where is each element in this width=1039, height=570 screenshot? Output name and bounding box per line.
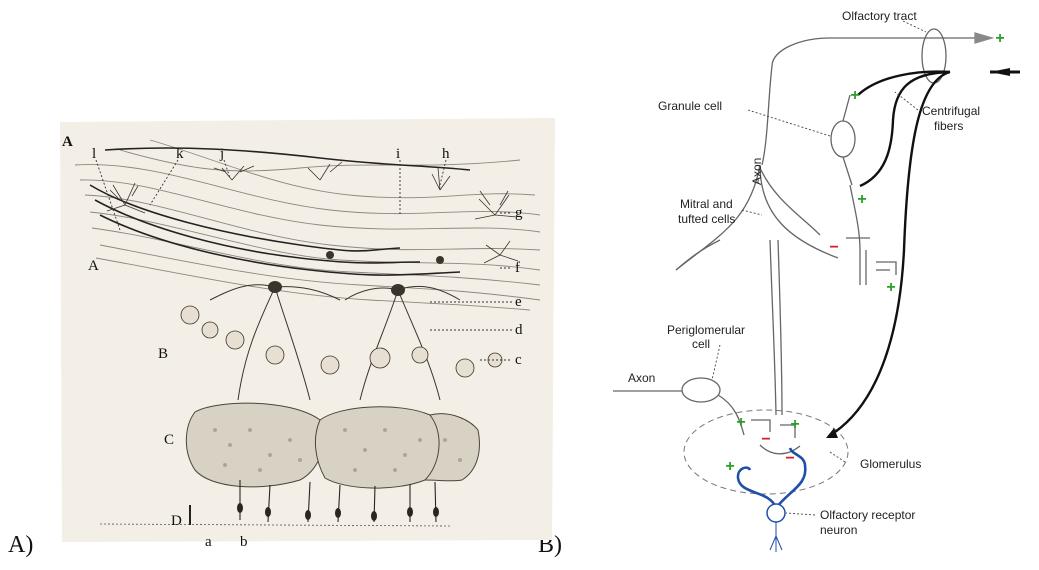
plus-sign-mitral: + (886, 279, 895, 296)
label-periglomerular-2: cell (692, 337, 710, 351)
minus-sign-glom-2: − (785, 450, 794, 467)
minus-sign-glom-1: − (761, 431, 770, 448)
periglomerular-cell-body (682, 378, 720, 402)
label-axon-left: Axon (628, 371, 655, 385)
letter-i: i (396, 146, 400, 162)
olfactory-receptor-neuron (738, 448, 805, 508)
letter-j: j (219, 146, 224, 162)
label-centrifugal-2: fibers (934, 119, 963, 133)
layer-label-d: D (171, 513, 182, 529)
label-receptor-2: neuron (820, 523, 857, 537)
granule-cell-body (831, 121, 855, 157)
olfactory-tract-arrowhead (975, 33, 992, 43)
letter-f: f (515, 260, 520, 276)
letter-l: l (92, 146, 96, 162)
label-mitral-1: Mitral and (680, 197, 733, 211)
plus-sign-peri-2: + (790, 416, 799, 433)
letter-e: e (515, 294, 522, 310)
label-granule-cell: Granule cell (658, 99, 722, 113)
plus-sign-granule-top: + (850, 87, 859, 104)
letter-c: c (515, 352, 522, 368)
receptor-cell-body (767, 504, 785, 522)
label-periglomerular-1: Periglomerular (667, 323, 745, 337)
letter-h: h (442, 146, 450, 162)
plus-sign-peri-1: + (736, 414, 745, 431)
label-glomerulus: Glomerulus (860, 457, 921, 471)
letter-k: k (176, 146, 184, 162)
glomerulus-boundary (684, 410, 848, 494)
letter-a: a (205, 534, 212, 550)
letter-d: d (515, 322, 523, 338)
plus-sign-peri-3: + (725, 458, 734, 475)
label-receptor-1: Olfactory receptor (820, 508, 915, 522)
panel-a-histology-drawing (60, 118, 555, 542)
glomeruli (186, 403, 479, 488)
layer-label-c: C (164, 432, 174, 448)
centrifugal-fibers (835, 72, 950, 432)
letter-b: b (240, 534, 248, 550)
label-centrifugal-1: Centrifugal (922, 104, 980, 118)
panel-b-schematic (613, 29, 992, 454)
minus-sign-granule: − (829, 239, 838, 256)
plus-sign-tract: + (995, 30, 1004, 47)
label-mitral-2: tufted cells (678, 212, 735, 226)
layer-label-a: A (88, 258, 99, 274)
panel-a-figure-tag: A (62, 134, 73, 150)
label-olfactory-tract: Olfactory tract (842, 9, 917, 23)
plus-sign-granule-bottom: + (857, 191, 866, 208)
label-axon-vertical: Axon (750, 158, 764, 185)
letter-g: g (515, 205, 523, 221)
layer-label-b: B (158, 346, 168, 362)
